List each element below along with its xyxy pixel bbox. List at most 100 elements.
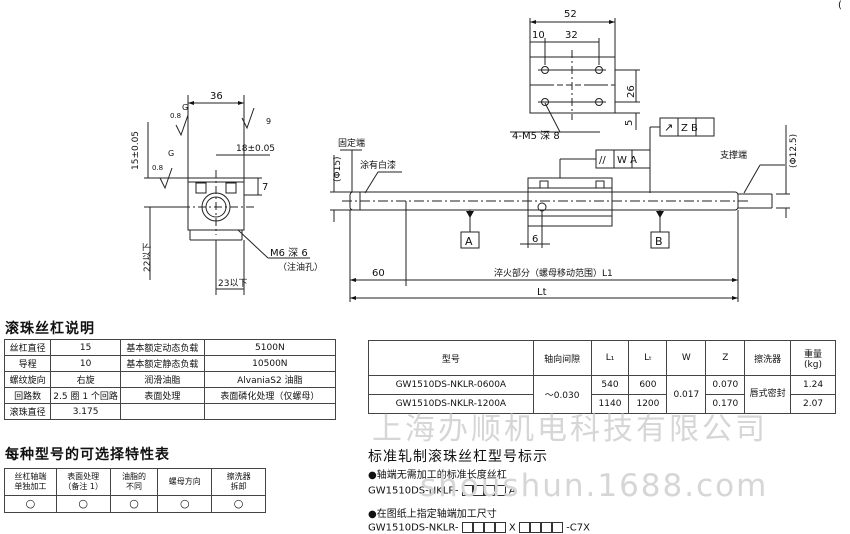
l1-cell: 540 <box>590 375 630 395</box>
dim-6: 6 <box>532 234 538 245</box>
column-header: 表面处理 （备注 1） <box>55 468 111 496</box>
section-options-title: 每种型号的可选择特性表 <box>5 447 170 463</box>
model-code-line: GW1510DS-NKLR- A <box>368 485 516 497</box>
table-cell: AlvaniaS2 油脂 <box>203 371 337 388</box>
total-length-label: Lt <box>537 287 547 298</box>
surface-08-b: 0.8 <box>170 112 181 120</box>
table-cell: 表面磷化处理（仅螺母） <box>203 387 337 404</box>
option-mark: ○ <box>157 495 213 513</box>
z-cell: 0.170 <box>705 394 746 414</box>
corner-mark: ( <box>838 0 842 11</box>
shaft-view <box>330 117 790 302</box>
side-view <box>144 95 310 295</box>
column-header: W <box>666 340 707 376</box>
z-cell: 0.070 <box>705 375 746 395</box>
lt-cell: 1200 <box>628 394 668 414</box>
option-mark: ○ <box>4 495 57 513</box>
table-cell <box>203 403 337 420</box>
dim-22: 22以下 <box>143 243 153 272</box>
tol-parallel-datum: W A <box>617 155 637 166</box>
dim-26: 26 <box>626 85 637 98</box>
column-header: 型号 <box>368 340 534 376</box>
column-header: 丝杠轴端 单独加工 <box>4 468 57 496</box>
dim-10: 10 <box>532 30 545 41</box>
scrubber-cell: 唇式密封 <box>744 375 792 414</box>
weight-cell: 1.24 <box>790 375 836 395</box>
options-table: 丝杠轴端 单独加工表面处理 （备注 1）油脂的 不同螺母方向擦洗器 拆卸 ○○○… <box>4 468 266 513</box>
section-model-title: 标准轧制滚珠丝杠型号标示 <box>368 449 548 465</box>
model-code-box <box>461 485 473 496</box>
watermark-url: shoushun.1688.com <box>420 468 769 504</box>
column-header: 油脂的 不同 <box>109 468 159 496</box>
lt-cell: 600 <box>628 375 668 395</box>
table-cell: 基本额定动态负载 <box>119 339 205 356</box>
hardened-label: 淬火部分（螺母移动范围）L1 <box>494 267 613 279</box>
option-mark: ○ <box>109 495 159 513</box>
dim-52: 52 <box>564 9 577 20</box>
table-cell: 导程 <box>3 355 52 372</box>
tol-runout-datum: Z B <box>681 123 698 134</box>
column-header: 重量 (kg) <box>790 340 836 376</box>
column-header: 螺母方向 <box>157 468 213 496</box>
table-row: GW1510DS-NKLR-0600A ～0.030 540 600 0.017… <box>368 375 836 414</box>
thread-note: 4-M5 深 8 <box>512 130 560 142</box>
oil-hole-note: M6 深 6 <box>270 247 308 259</box>
model-code-prefix: GW1510DS-NKLR- <box>368 485 459 497</box>
dia-15: (Φ15) <box>333 156 343 182</box>
dim-18-tol: 18±0.05 <box>236 144 275 154</box>
oil-hole-note2: （注油孔） <box>278 261 323 273</box>
surface-9: 9 <box>266 117 271 126</box>
dim-36: 36 <box>210 91 223 102</box>
support-end-label: 支撑端 <box>720 149 747 161</box>
dim-60: 60 <box>372 268 385 279</box>
drawing-spec-note: ●在图纸上指定轴端加工尺寸 <box>368 509 497 520</box>
model-code-suffix-2: -C7X <box>566 522 590 534</box>
technical-drawing: ( 52 10 32 26 5 4-M5 深 8 36 15±0.05 18±0… <box>131 0 842 302</box>
table-cell: 10500N <box>203 355 337 372</box>
datum-a: A <box>465 235 473 248</box>
model-code-suffix: A <box>508 485 516 497</box>
table-cell: 5100N <box>203 339 337 356</box>
column-header: 擦洗器 <box>744 340 792 376</box>
weight-cell: 2.07 <box>790 394 836 414</box>
l1-cell: 1140 <box>590 394 630 414</box>
top-view <box>510 18 640 133</box>
option-mark: ○ <box>211 495 266 513</box>
table-cell: 2.5 圈 1 个回路 <box>50 387 121 404</box>
dim-5: 5 <box>624 120 635 126</box>
model-cell: GW1510DS-NKLR-1200A <box>368 394 534 414</box>
white-paint-label: 涂有白漆 <box>360 159 396 171</box>
dia-125: (Φ12.5) <box>789 134 799 168</box>
table-cell: 10 <box>50 355 121 372</box>
dim-23: 23以下 <box>218 279 247 289</box>
section-ballscrew-title: 滚珠丝杠说明 <box>5 321 95 337</box>
table-cell: 基本额定静态负载 <box>119 355 205 372</box>
tol-runout-symbol: ↗ <box>664 121 673 134</box>
model-code-line-2: GW1510DS-NKLR- X -C7X <box>368 522 590 534</box>
model-code-prefix-2: GW1510DS-NKLR- <box>368 522 459 534</box>
surface-g-b: G <box>182 103 188 112</box>
surface-g-a: G <box>168 149 174 158</box>
fixed-end-label: 固定端 <box>338 137 365 149</box>
table-cell: 右旋 <box>50 371 121 388</box>
table-cell: 润滑油脂 <box>119 371 205 388</box>
table-cell: 螺纹旋向 <box>3 371 52 388</box>
table-cell: 15 <box>50 339 121 356</box>
dim-15-tol: 15±0.05 <box>131 131 141 170</box>
datum-b: B <box>655 235 663 248</box>
table-cell: 丝杠直径 <box>3 339 52 356</box>
dim-32: 32 <box>565 30 578 41</box>
table-cell <box>119 403 205 420</box>
watermark-company: 上海办顺机电科技有限公司 <box>372 412 768 447</box>
surface-08-a: 0.8 <box>152 164 163 172</box>
table-cell: 表面处理 <box>119 387 205 404</box>
table-cell: 3.175 <box>50 403 121 420</box>
column-header: Lₜ <box>628 340 668 376</box>
column-header: 轴向间隙 <box>532 340 592 376</box>
